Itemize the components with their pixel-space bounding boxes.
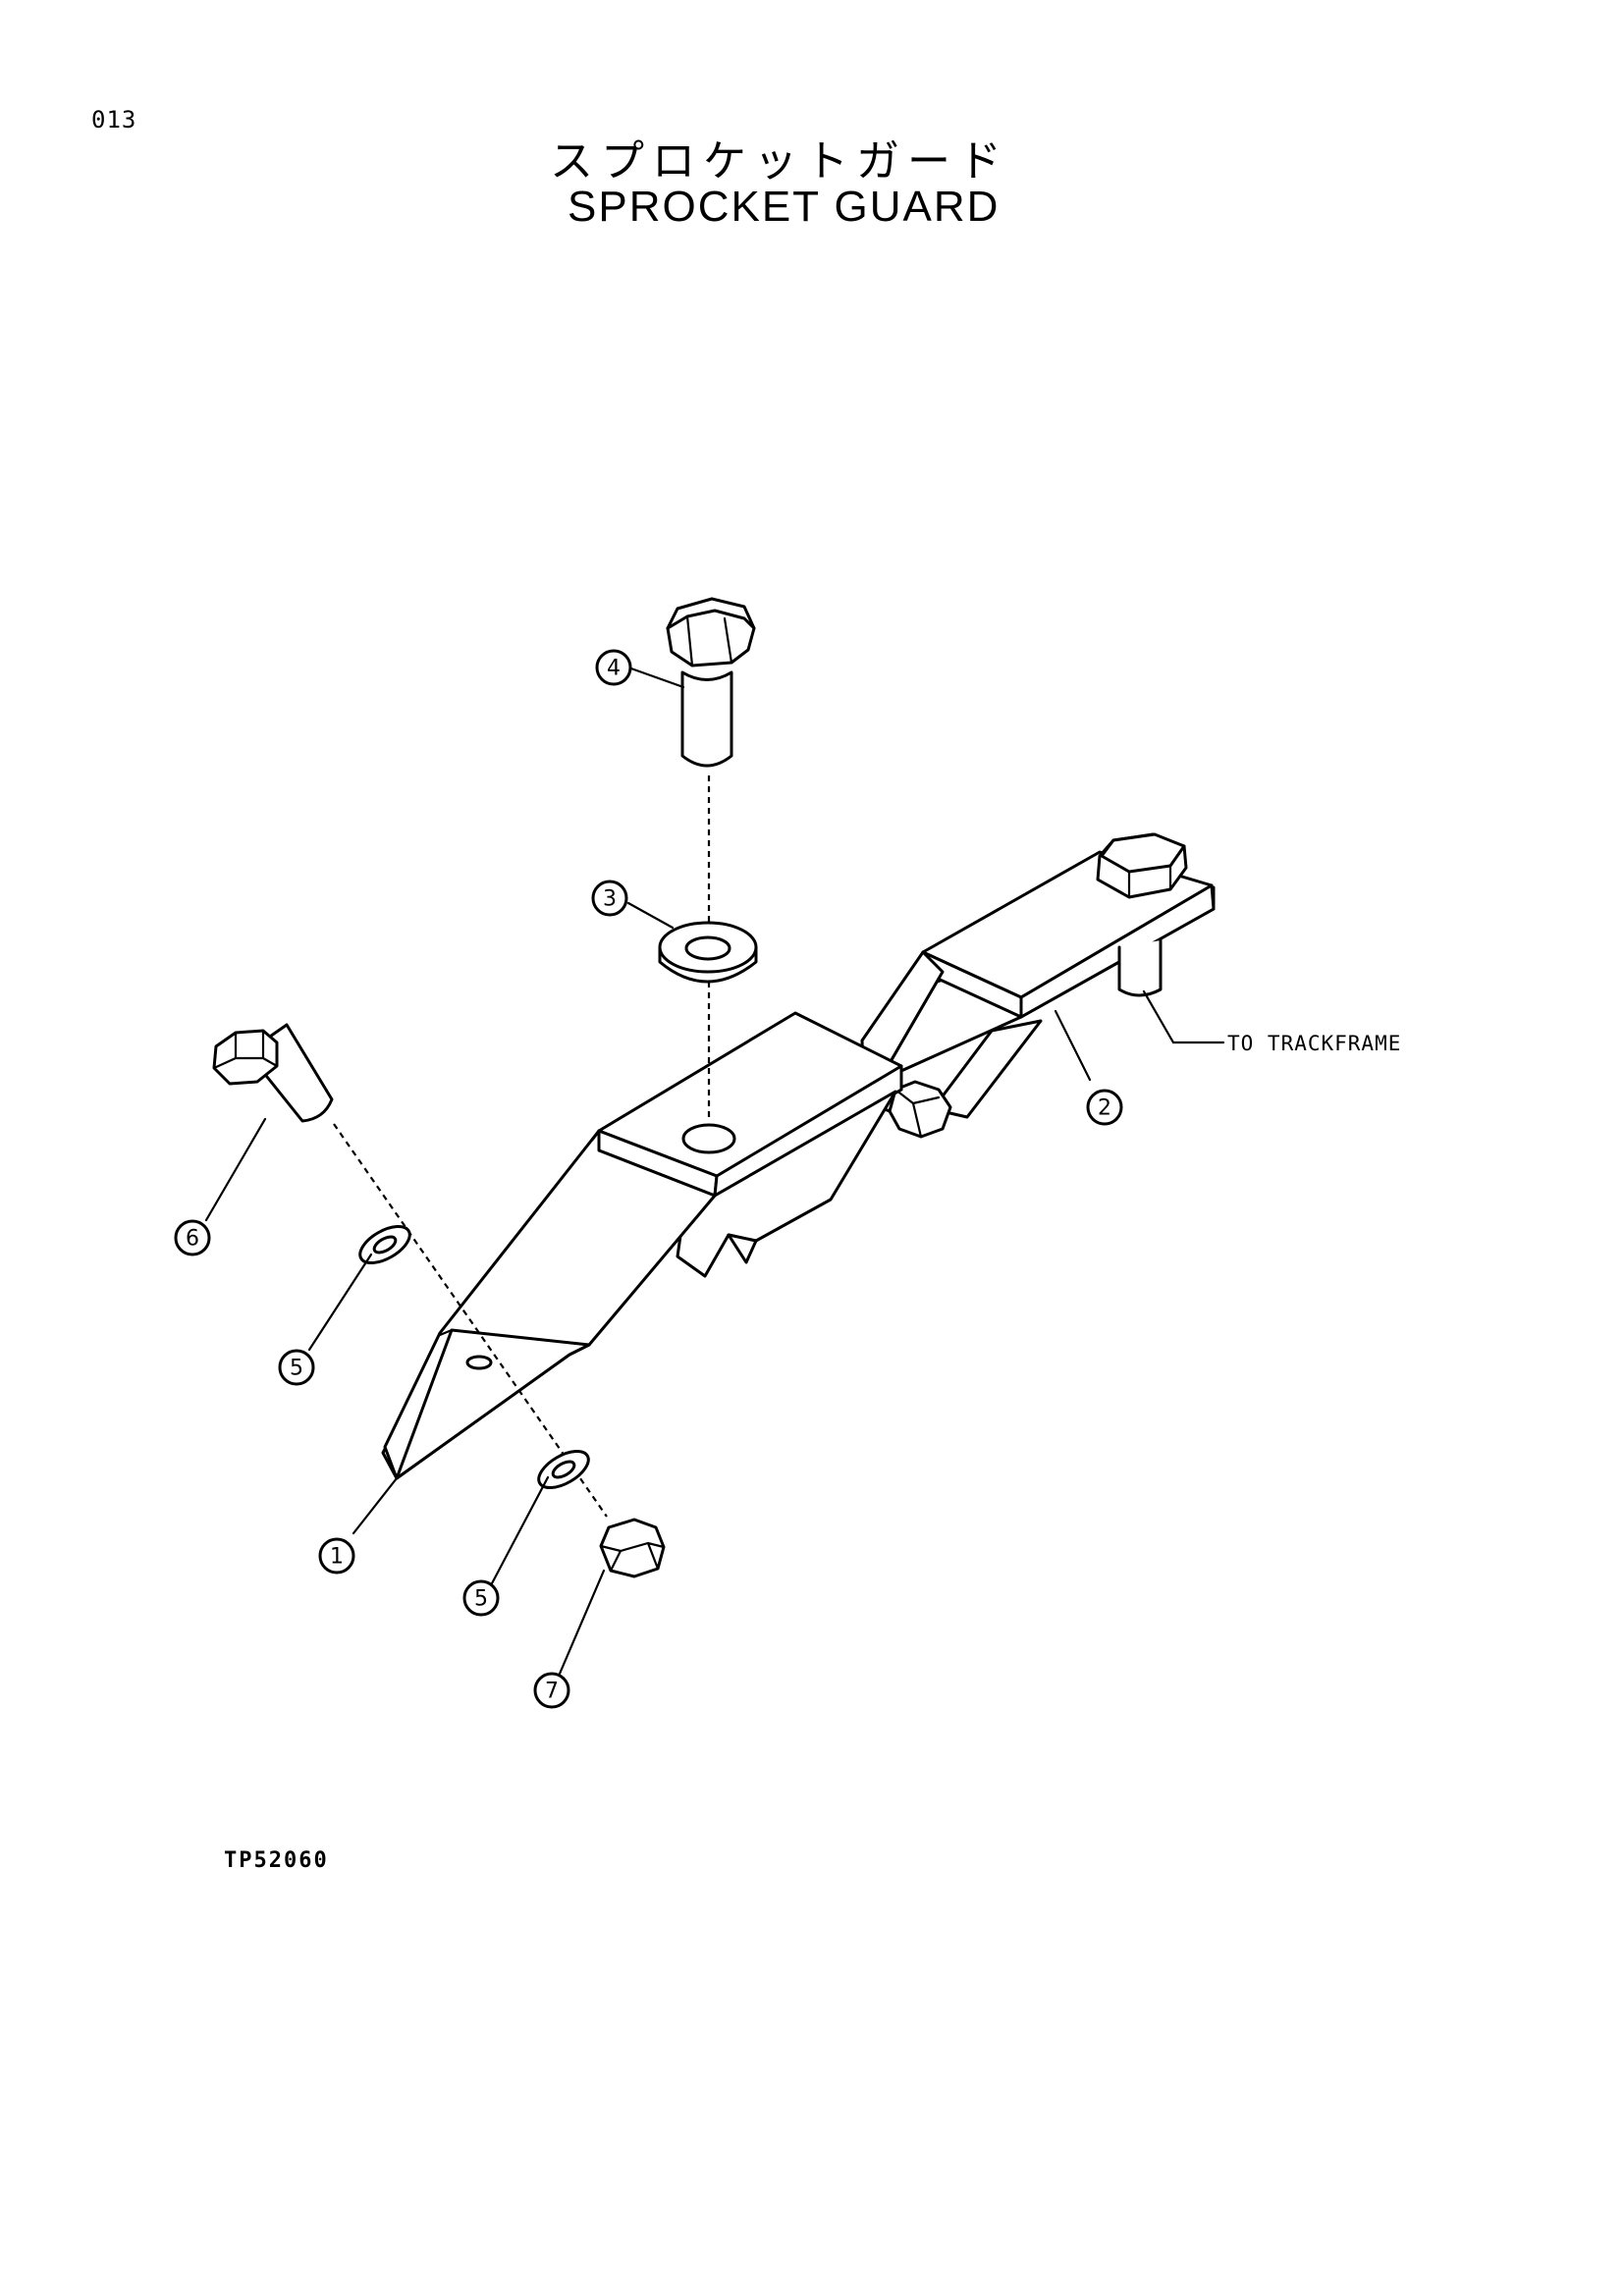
to-trackframe-label: TO TRACKFRAME [1227, 1032, 1401, 1055]
guard-plate-part-1 [381, 1011, 903, 1480]
nut-part-7 [599, 1518, 666, 1578]
title-japanese: スプロケットガード [550, 136, 1009, 187]
callout-2-label: 2 [1098, 1096, 1111, 1121]
callout-5-lower-label: 5 [474, 1587, 488, 1612]
page-number: 013 [91, 106, 137, 133]
callout-1: 1 [318, 1537, 355, 1575]
callout-6-label: 6 [186, 1227, 199, 1252]
callout-7: 7 [533, 1672, 570, 1709]
title-english: SPROCKET GUARD [568, 183, 1001, 231]
bolt-part-4 [666, 597, 756, 937]
callout-4: 4 [595, 649, 632, 686]
lock-washer-upper [358, 1224, 411, 1265]
bolt-part-6 [212, 1023, 608, 1518]
callout-4-label: 4 [607, 657, 621, 681]
callout-5-lower: 5 [462, 1579, 500, 1617]
callout-6: 6 [174, 1219, 211, 1256]
leader-lines [204, 666, 1225, 1676]
callout-7-label: 7 [545, 1680, 559, 1704]
callout-5-upper: 5 [278, 1349, 315, 1386]
callout-1-label: 1 [330, 1545, 344, 1570]
drawing-code: TP52060 [224, 1848, 329, 1873]
callout-2: 2 [1086, 1089, 1123, 1126]
washer-part-3 [658, 921, 758, 1119]
bracket-part-2 [860, 832, 1216, 1119]
lock-washer-lower [537, 1449, 590, 1490]
callout-5-upper-label: 5 [290, 1357, 303, 1381]
callout-3: 3 [591, 880, 628, 917]
callout-3-label: 3 [603, 887, 617, 912]
